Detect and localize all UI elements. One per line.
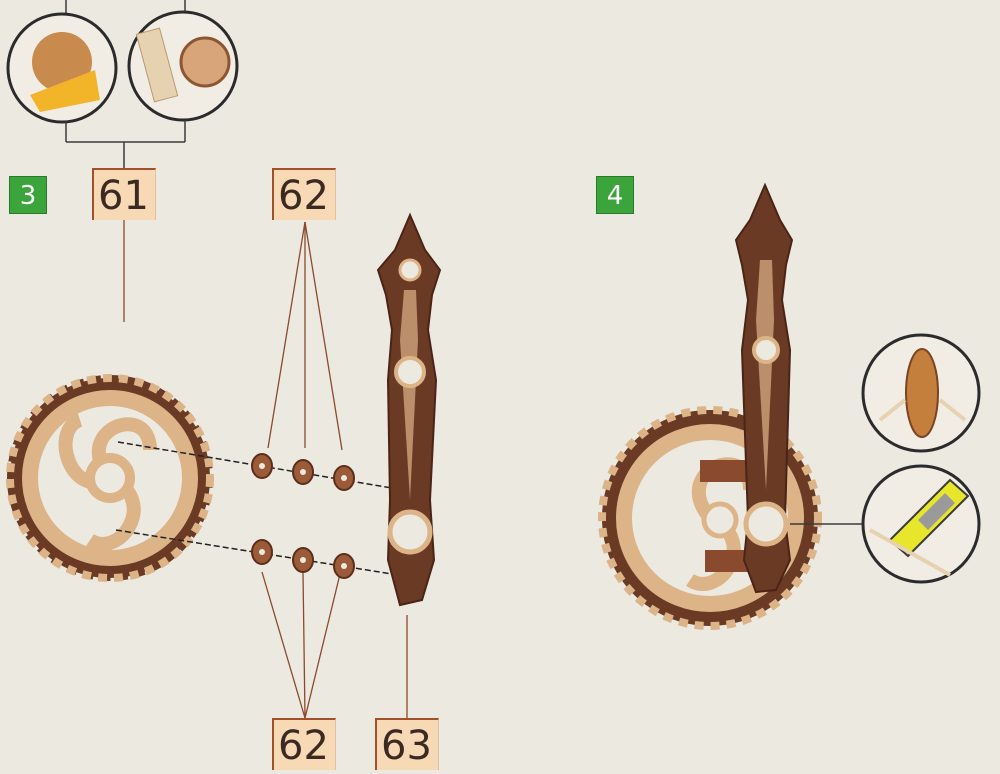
assembled-crank-icon: [704, 185, 792, 592]
part-label-62-top: 62: [272, 168, 336, 220]
detail-bubbles-top: [8, 0, 237, 170]
crank-arm-icon: [378, 215, 440, 605]
part-label-61: 61: [92, 168, 156, 220]
step-3-badge: 3: [9, 176, 47, 214]
step-4-badge: 4: [596, 176, 634, 214]
detail-bubbles-right: [790, 335, 979, 582]
part-label-62-bottom: 62: [272, 718, 336, 770]
gear-icon: [10, 378, 210, 578]
part-label-63: 63: [375, 718, 439, 770]
spacer-icon: [252, 454, 354, 578]
